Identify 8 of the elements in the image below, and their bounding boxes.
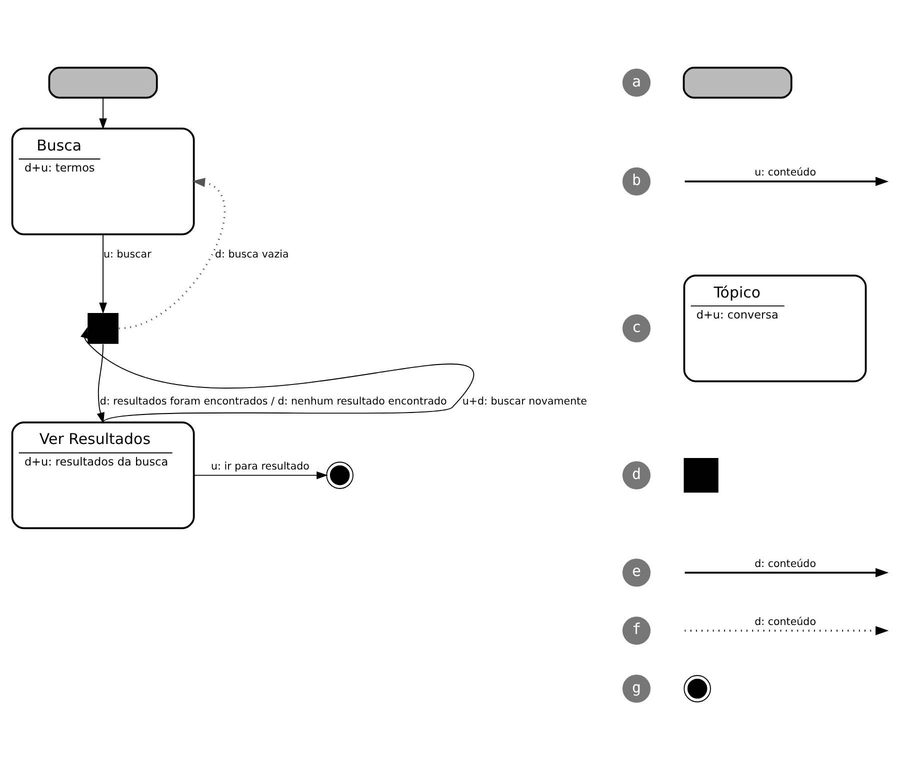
legend-label: d: conteúdo <box>754 557 816 570</box>
edge-label: u: buscar <box>103 248 152 260</box>
edge-label: d: resultados foram encontrados / d: nenhum resultado encontrado <box>100 394 447 407</box>
legend-label: d: conteúdo <box>754 615 816 628</box>
edge-label: d: busca vazia <box>214 248 289 260</box>
edge-label: u: ir para resultado <box>211 460 310 472</box>
legend-label: u: conteúdo <box>754 166 816 178</box>
edge-label: u+d: buscar novamente <box>462 394 587 407</box>
